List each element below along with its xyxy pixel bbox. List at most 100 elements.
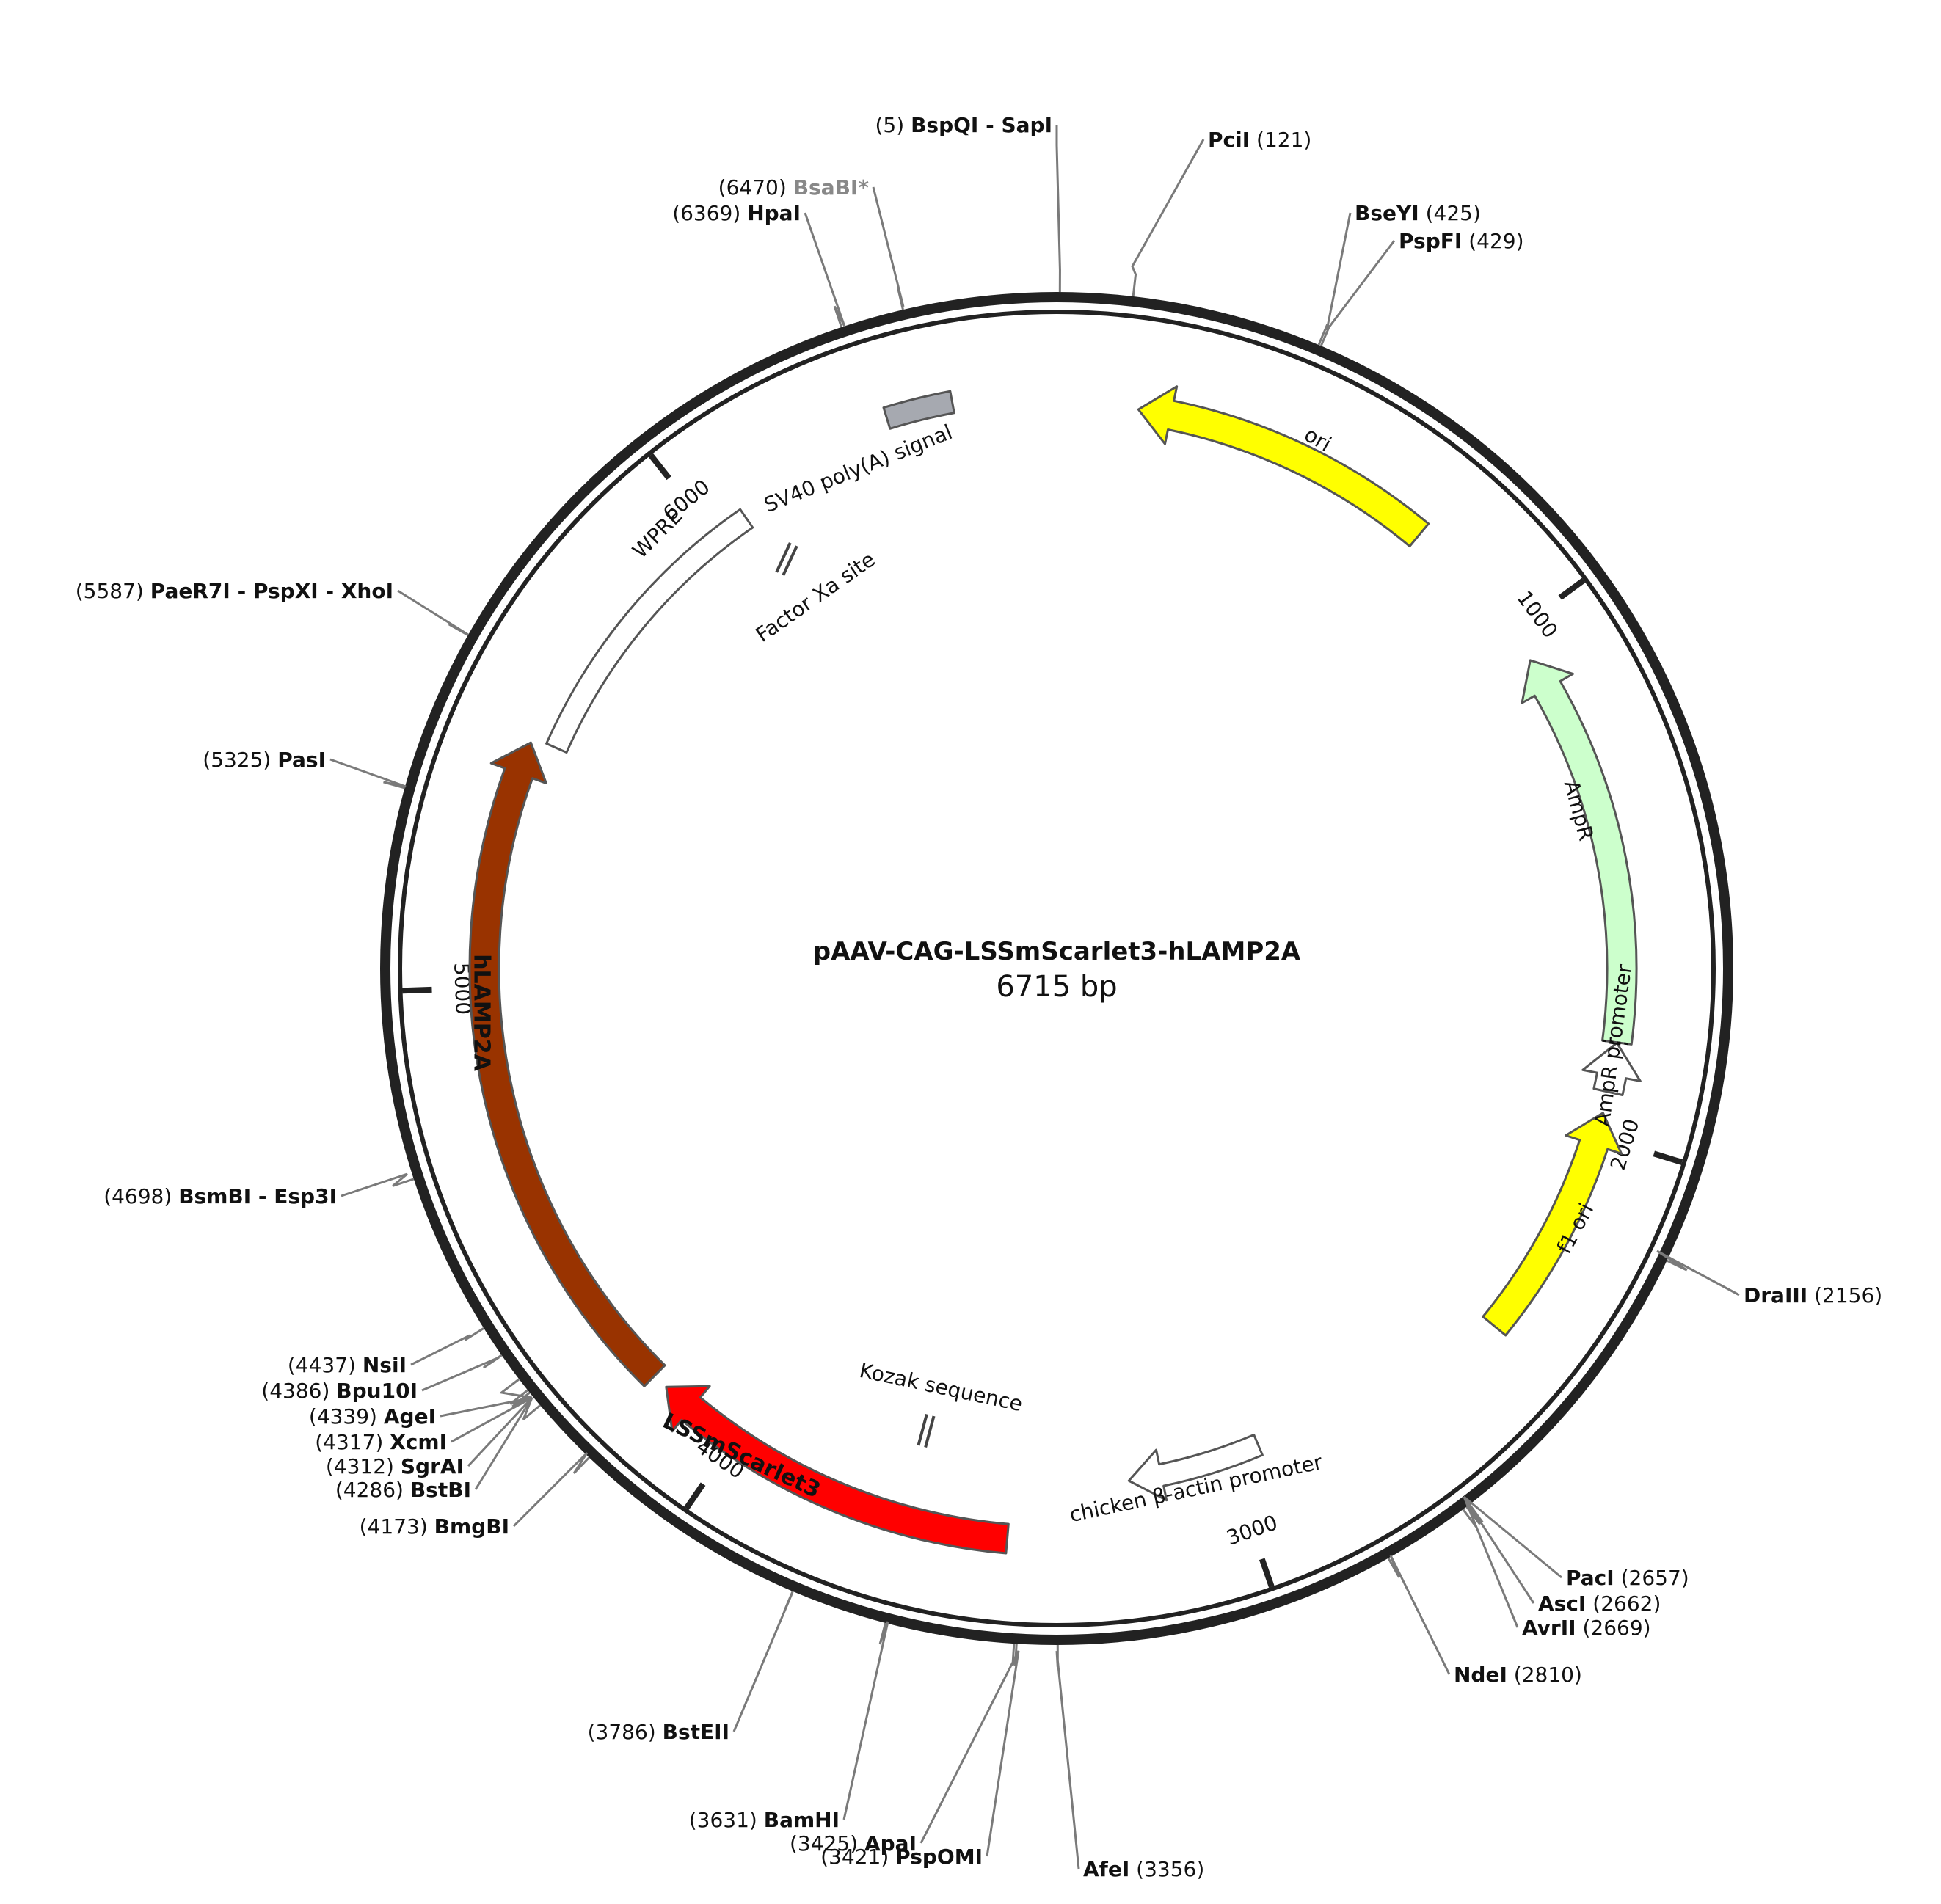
feature-arrow: [1127, 1434, 1264, 1502]
site-name: NsiI: [363, 1353, 407, 1377]
site-label: (4286) BstBI: [335, 1478, 471, 1502]
site-label: (3786) BstEII: [588, 1720, 729, 1744]
site-position: (2657): [1621, 1566, 1689, 1590]
site-marker: [775, 542, 798, 576]
site-name: DraIII: [1744, 1283, 1807, 1307]
site-leader-line: [804, 212, 846, 328]
site-name: AvrII: [1522, 1616, 1576, 1640]
site-leader-line: [410, 1327, 484, 1366]
feature-arrow: [545, 508, 754, 754]
feature-arrow: [1482, 1112, 1623, 1337]
site-position: (4437): [288, 1353, 356, 1377]
site-label: AscI (2662): [1538, 1591, 1661, 1616]
site-name: BsmBI - Esp3I: [178, 1184, 337, 1208]
feature-label-wpre: WPRE: [627, 503, 687, 563]
site-position: (425): [1426, 201, 1481, 225]
site-leader-line: [1317, 212, 1352, 346]
site-position: (4173): [360, 1514, 428, 1539]
site-name: PacI: [1566, 1566, 1614, 1590]
site-position: (6369): [672, 201, 740, 225]
site-avrii: AvrII (2669): [1462, 1496, 1651, 1640]
site-name: ApaI: [864, 1831, 917, 1856]
feature-kozak-sequence: Kozak sequence: [857, 1358, 1024, 1448]
site-nsii: (4437) NsiI: [288, 1327, 484, 1377]
site-name: BamHI: [764, 1808, 840, 1832]
site-label: PspFI (429): [1399, 229, 1524, 253]
site-leader-line: [1656, 1250, 1740, 1296]
site-ndei: NdeI (2810): [1387, 1555, 1582, 1687]
site-leader-line: [842, 1621, 889, 1820]
site-bsteii: (3786) BstEII: [588, 1591, 794, 1744]
feature-arrow: [1521, 659, 1638, 1046]
site-leader-line: [1463, 1496, 1535, 1604]
site-position: (121): [1256, 128, 1311, 152]
feature-factor-xa-site: Factor Xa site: [751, 542, 880, 647]
site-label: (5587) PaeR7I - PspXI - XhoI: [76, 579, 393, 603]
feature-label-hlamp2a: hLAMP2A: [469, 954, 495, 1071]
site-paer7i-pspxi-xhoi: (5587) PaeR7I - PspXI - XhoI: [76, 579, 469, 636]
tick-mark: [648, 453, 671, 481]
feature-arrow: [468, 741, 666, 1387]
site-bpu10i: (4386) Bpu10I: [261, 1354, 503, 1403]
site-position: (4317): [315, 1430, 383, 1454]
feature-arrow: [1581, 1041, 1642, 1096]
site-pcii: PciI (121): [1131, 128, 1311, 297]
feature-label-kozak-sequence: Kozak sequence: [857, 1358, 1024, 1416]
tick-label: 1000: [1512, 586, 1562, 643]
site-leader-line: [1387, 1555, 1451, 1675]
site-leader-line: [397, 589, 469, 636]
feature-chicken-actin-promoter: [1127, 1434, 1264, 1502]
feature-lssmscarlet3: [665, 1385, 1010, 1555]
site-position: (4386): [261, 1379, 329, 1403]
tick-mark: [1653, 1150, 1683, 1165]
site-sgrai: (4312) SgrAI: [326, 1391, 533, 1478]
site-label: (3631) BamHI: [689, 1808, 840, 1832]
site-label: (3425) ApaI: [790, 1831, 917, 1856]
feature-ori: [1137, 385, 1430, 548]
site-name: HpaI: [747, 201, 801, 225]
site-leader-line: [1131, 139, 1205, 297]
feature-f1-ori: [1482, 1112, 1623, 1337]
site-name: PasI: [277, 748, 326, 772]
site-position: (4698): [103, 1184, 172, 1208]
site-label: DraIII (2156): [1744, 1283, 1882, 1307]
feature-ampr-promoter: [1581, 1041, 1642, 1096]
site-label: PacI (2657): [1566, 1566, 1689, 1590]
site-name: XcmI: [390, 1430, 447, 1454]
site-position: (4286): [335, 1478, 404, 1502]
site-name: BstEII: [663, 1720, 729, 1744]
site-hpai: (6369) HpaI: [672, 201, 846, 328]
site-afei: AfeI (3356): [1055, 1644, 1204, 1881]
site-label: (6470) BsaBI*: [718, 175, 870, 200]
site-position: (2810): [1514, 1663, 1582, 1687]
site-position: (5): [875, 113, 905, 137]
site-name: AfeI: [1083, 1857, 1129, 1881]
site-label: (4437) NsiI: [288, 1353, 407, 1377]
site-position: (3786): [588, 1720, 656, 1744]
site-position: (2662): [1592, 1591, 1661, 1616]
site-leader-line: [1462, 1496, 1519, 1628]
site-label: (4312) SgrAI: [326, 1454, 464, 1478]
feature-hlamp2a: [468, 741, 666, 1387]
site-name: SgrAI: [401, 1454, 464, 1478]
site-bstbi: (4286) BstBI: [335, 1397, 541, 1502]
site-label: AfeI (3356): [1083, 1857, 1204, 1881]
site-apai: (3425) ApaI: [790, 1644, 1020, 1856]
site-leader-line: [1055, 1644, 1080, 1870]
site-position: (4339): [309, 1404, 377, 1429]
feature-ampr: [1521, 659, 1638, 1046]
site-label: (6369) HpaI: [672, 201, 801, 225]
site-position: (429): [1468, 229, 1523, 253]
site-agei: (4339) AgeI: [309, 1378, 533, 1429]
site-leader-line: [1463, 1495, 1562, 1579]
tick-mark: [1259, 1558, 1275, 1588]
ampr-boundary-dots: [1602, 1039, 1632, 1046]
site-name: PciI: [1208, 128, 1250, 152]
site-position: (4312): [326, 1454, 394, 1478]
site-draiii: DraIII (2156): [1656, 1250, 1882, 1307]
site-name: BmgBI: [434, 1514, 509, 1539]
